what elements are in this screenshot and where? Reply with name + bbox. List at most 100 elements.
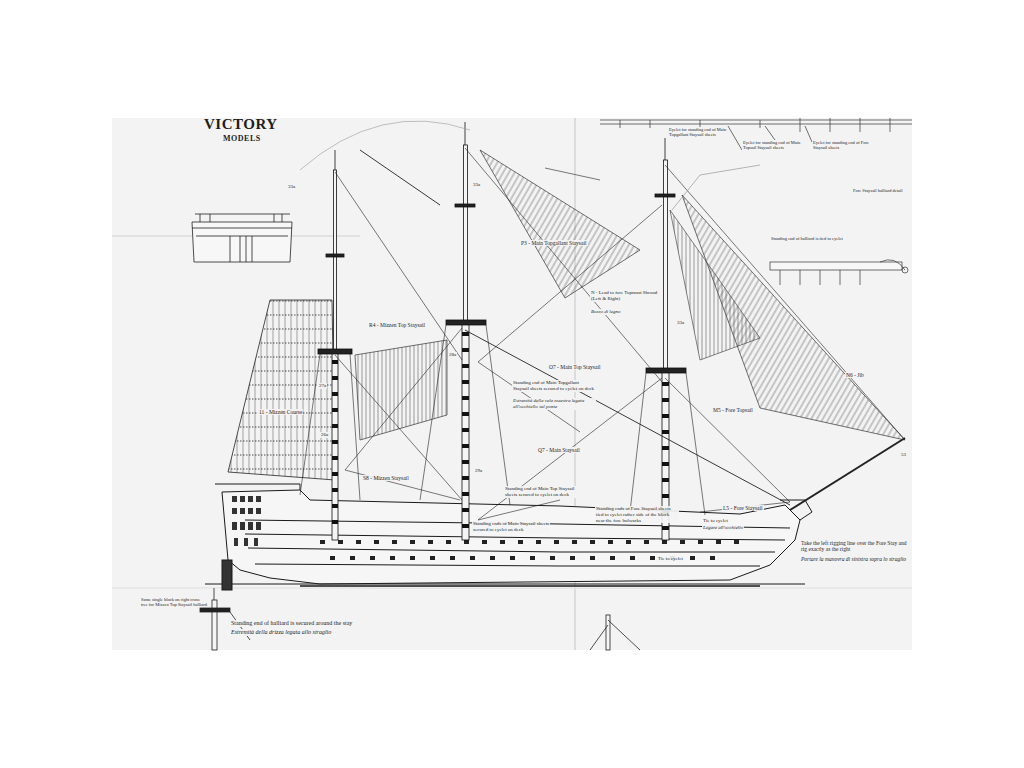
mast-detail-bottom [590, 615, 640, 650]
hull-part [222, 490, 800, 584]
mast-bands-part [462, 460, 469, 464]
masts-part [335, 122, 665, 170]
stern-gallery-part [240, 522, 245, 530]
stern-view-inset-part [200, 214, 282, 222]
gun-ports-part [662, 540, 667, 544]
mast-bands-part [662, 446, 669, 450]
top-right-detail-part [770, 262, 902, 270]
mast-bands-part [662, 494, 669, 498]
gun-ports-part [630, 556, 635, 560]
mast-bands-part [462, 428, 469, 432]
gun-ports-part [734, 540, 739, 544]
callout-number: 27a [318, 383, 327, 389]
gun-ports-part [510, 556, 515, 560]
hull-part [780, 500, 812, 520]
mast-bands-part [462, 380, 469, 384]
detail-note: Eyelet for standing end of Fore Staysail… [812, 140, 872, 150]
mast-bands-part [662, 382, 669, 386]
rigging-note: Same single block on right cross tree fo… [140, 597, 208, 607]
rigging-part [630, 373, 705, 515]
rigging-part [478, 205, 662, 432]
gun-ports-part [482, 540, 487, 544]
mast-bands-part [332, 472, 338, 476]
top-right-detail-part [620, 118, 890, 132]
gun-ports-part [644, 540, 649, 544]
sail-label: N6 - Jib [845, 372, 865, 378]
gun-ports-part [330, 556, 335, 560]
mast-bands [332, 332, 669, 530]
stern-gallery-part [244, 538, 248, 546]
hull-part [248, 548, 775, 552]
mast-bands-part [462, 508, 469, 512]
gun-ports-part [710, 556, 715, 560]
mast-detail-part [200, 608, 230, 612]
rigging-note: Estremità della vela maestra legata all'… [512, 398, 596, 410]
brand-logo: MODELS [222, 134, 262, 143]
sail-label: 11 - Mizzen Course [258, 409, 303, 415]
mast-bands-part [462, 332, 469, 336]
stern-gallery-part [240, 496, 245, 502]
mast-detail-bottom-part [590, 620, 640, 650]
gun-ports-part [518, 540, 523, 544]
masts-part [334, 170, 337, 350]
sails-part [670, 210, 760, 360]
gun-ports-part [650, 556, 655, 560]
gun-ports-part [374, 540, 379, 544]
gun-ports-part [590, 540, 595, 544]
gun-ports-part [500, 540, 505, 544]
rigging-note: N - Lead to fore Topmast Shroud (Left & … [590, 290, 660, 302]
gun-ports-part [590, 556, 595, 560]
rigging [300, 121, 905, 520]
hull-part [222, 560, 232, 590]
stern-gallery-part [248, 508, 253, 514]
hull-part [215, 484, 300, 490]
rigging-part [665, 378, 790, 512]
mast-bands-part [332, 488, 338, 492]
gun-ports-part [536, 540, 541, 544]
paper-sheet [112, 118, 912, 650]
gun-ports-part [530, 556, 535, 560]
mast-bands-part [462, 492, 469, 496]
mast-bands-part [332, 520, 338, 524]
gun-ports-part [550, 556, 555, 560]
masts-part [462, 322, 469, 540]
stern-gallery-part [248, 522, 253, 530]
mast-bands-part [332, 392, 338, 396]
mast-bands-part [662, 430, 669, 434]
callout-number: 28a [448, 352, 457, 358]
detail-note: Standing end of halliard is tied to eyel… [770, 236, 844, 241]
sail-label: L5 - Fore Staysail [722, 505, 764, 511]
stern-view-inset-part [192, 228, 292, 229]
gun-ports-part [428, 540, 433, 544]
rigging-part [545, 168, 600, 180]
hull-part [255, 564, 760, 566]
gun-ports-part [320, 540, 325, 544]
stern-gallery-part [232, 522, 237, 530]
mast-bands-part [462, 444, 469, 448]
mast-detail-part [212, 600, 217, 650]
rigging-part [300, 354, 360, 500]
sail-label: S8 - Mizzen Staysail [362, 475, 410, 481]
top-right-detail-part [780, 270, 860, 285]
gun-ports-part [410, 540, 415, 544]
stern-view-inset-part [230, 236, 252, 262]
callout-number: 29a [474, 468, 483, 474]
mast-bands-part [462, 524, 469, 528]
gun-ports-part [680, 540, 685, 544]
sail-label: M5 - Fore Topsail [712, 407, 754, 413]
mast-bands-part [462, 476, 469, 480]
brand-logo: VICTORY [203, 116, 279, 133]
mast-bands-part [332, 408, 338, 412]
rigging-part [335, 172, 462, 360]
rigging-part [335, 355, 462, 500]
rigging-part [420, 325, 510, 505]
stern-view-inset [192, 214, 292, 262]
rigging-note: Standing end of Main Topgallant Staysail… [512, 380, 596, 392]
top-right-detail-part [902, 267, 908, 273]
gun-ports-part [626, 540, 631, 544]
mast-bands-part [662, 478, 669, 482]
mast-bands-part [462, 348, 469, 352]
sails [228, 150, 905, 480]
mast-bands-part [662, 526, 669, 530]
